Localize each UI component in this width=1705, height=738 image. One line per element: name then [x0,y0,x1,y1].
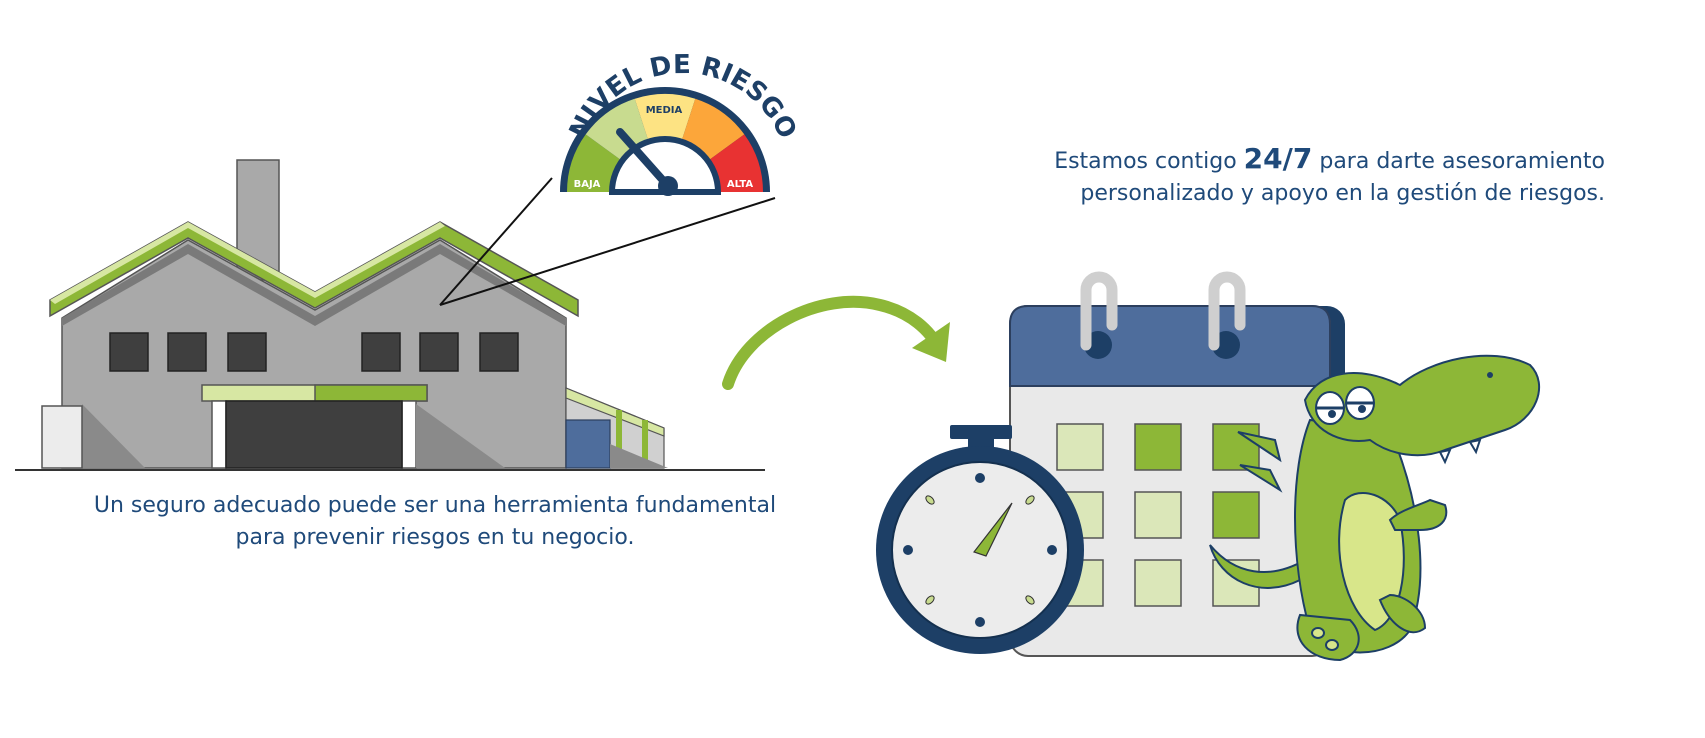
right-caption-line2: personalizado y apoyo en la gestión de r… [1080,181,1605,206]
left-caption-line2: para prevenir riesgos en tu negocio. [235,525,635,550]
gauge-segments [567,93,763,192]
left-caption: Un seguro adecuado puede ser una herrami… [70,490,800,554]
gauge-segment [567,134,623,192]
curved-arrow-icon [722,295,950,390]
left-caption-line1: Un seguro adecuado puede ser una herrami… [93,493,777,518]
stopwatch-icon [876,425,1084,654]
risk-gauge-icon: NIVEL DE RIESGO BAJA MEDIA ALTA [560,50,802,196]
gauge-label-mid: MEDIA [646,105,683,116]
right-caption-part1: Estamos contigo [1054,149,1244,174]
gauge-segment [681,98,745,161]
availability-highlight: 24/7 [1243,142,1313,175]
right-caption-line1: Estamos contigo 24/7 para darte asesoram… [1005,143,1605,178]
dinosaur-mascot-icon [1209,354,1541,662]
gauge-label-high: ALTA [727,179,754,190]
gauge-segment [707,134,763,192]
right-caption-part2: para darte asesoramiento [1312,149,1605,174]
right-caption: Estamos contigo 24/7 para darte asesoram… [1005,143,1605,210]
gauge-label-low: BAJA [574,179,601,190]
factory-icon [15,159,776,471]
gauge-segment [634,93,696,142]
